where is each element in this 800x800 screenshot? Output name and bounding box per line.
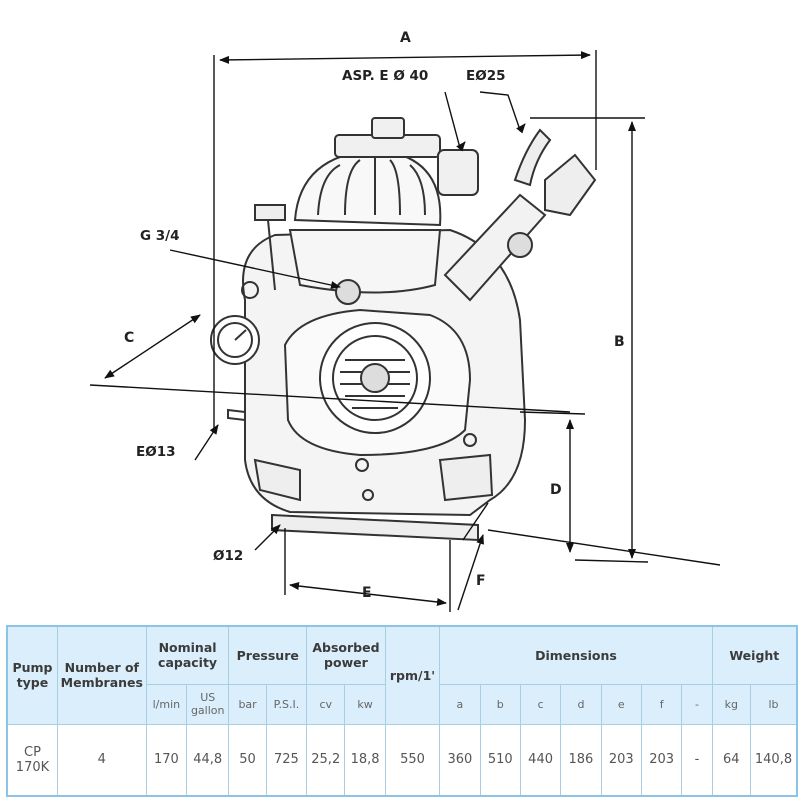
label-g34: G 3/4 [140,228,180,244]
unit-e: e [600,683,642,725]
cell-e: 203 [600,723,642,797]
cell-usgal: 44,8 [186,723,230,797]
table-row: CP 170K 4 170 44,8 50 725 25,2 18,8 550 … [6,723,798,797]
cell-c: 440 [519,723,562,797]
cell-d: 186 [560,723,602,797]
header-membranes: Number of Membranes [56,625,147,725]
label-e: E [362,585,372,601]
cell-dash: - [681,723,713,797]
label-e13: EØ13 [136,444,176,460]
unit-dash: - [681,683,713,725]
label-o12: Ø12 [213,548,243,564]
cell-kw: 18,8 [344,723,386,797]
unit-a: a [439,683,481,725]
spec-table: Pump type Number of Membranes Nominal ca… [6,625,798,797]
unit-f: f [640,683,683,725]
cell-membranes: 4 [56,723,147,797]
label-a: A [400,30,411,46]
header-power: Absorbed power [306,625,386,685]
header-pressure: Pressure [228,625,308,685]
pump-technical-drawing: A ASP. E Ø 40 EØ25 G 3/4 C B EØ13 D Ø12 … [89,30,721,612]
label-f: F [476,573,486,589]
cell-f: 203 [640,723,683,797]
header-pump-type: Pump type [6,625,58,725]
label-d: D [550,482,562,498]
label-c: C [124,330,134,346]
cell-b: 510 [479,723,521,797]
unit-lmin: l/min [145,683,188,725]
cell-lmin: 170 [145,723,188,797]
label-asp: ASP. E Ø 40 [342,68,428,84]
cell-pump-type: CP 170K [6,723,58,797]
cell-cv: 25,2 [306,723,346,797]
cell-psi: 725 [265,723,308,797]
unit-kg: kg [711,683,751,725]
cell-lb: 140,8 [749,723,798,797]
unit-d: d [560,683,602,725]
header-row: Pump type Number of Membranes Nominal ca… [6,625,798,725]
dimension-lines [89,50,721,612]
units-row: l/min US gallon bar P.S.I. cv kw a b c d… [7,683,798,725]
unit-bar: bar [228,683,267,725]
label-b: B [614,334,625,350]
header-capacity: Nominal capacity [145,625,230,685]
unit-lb: lb [749,683,798,725]
unit-usgal: US gallon [186,683,230,725]
unit-psi: P.S.I. [265,683,308,725]
unit-cv: cv [306,683,346,725]
unit-c: c [519,683,562,725]
cell-a: 360 [439,723,481,797]
header-rpm: rpm/1' [384,625,441,725]
cell-rpm: 550 [384,723,441,797]
label-e25: EØ25 [466,68,506,84]
header-dimensions: Dimensions [439,625,713,685]
unit-b: b [479,683,521,725]
unit-kw: kw [344,683,386,725]
pump-illustration [210,117,597,542]
header-weight: Weight [711,625,798,685]
cell-bar: 50 [228,723,267,797]
cell-kg: 64 [711,723,751,797]
